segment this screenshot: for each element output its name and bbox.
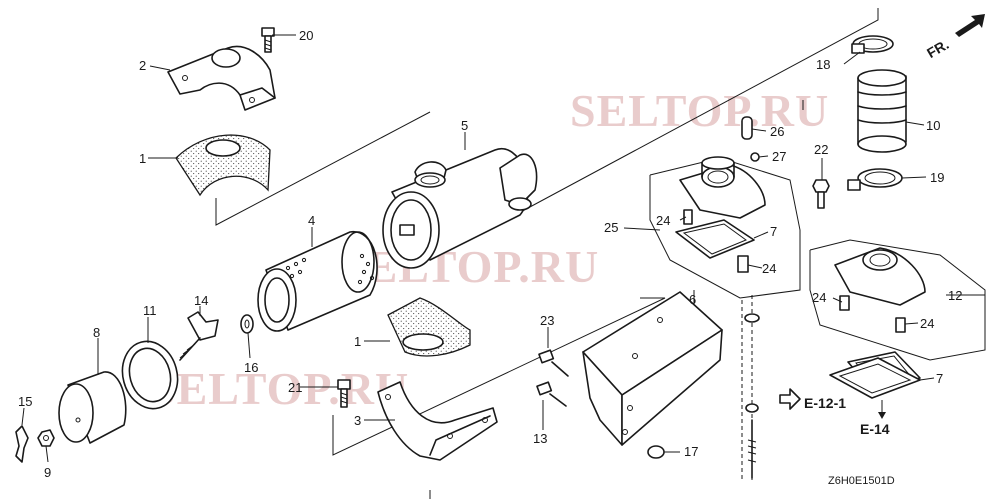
callout-7a[interactable]: 7 <box>770 224 777 239</box>
callout-1b[interactable]: 1 <box>354 334 361 349</box>
washer-16[interactable] <box>240 314 254 334</box>
callout-18[interactable]: 18 <box>816 57 830 72</box>
pad-upper[interactable] <box>175 134 271 197</box>
cover-plate[interactable] <box>582 291 723 446</box>
diagram-code: Z6H0E1501D <box>828 475 895 487</box>
callout-8[interactable]: 8 <box>93 325 100 340</box>
front-direction-marker <box>955 14 985 37</box>
reference-e12[interactable]: E-12-1 <box>804 395 846 411</box>
callout-9[interactable]: 9 <box>44 465 51 480</box>
air-cleaner-case[interactable] <box>382 147 538 269</box>
adapter-assembly-upper[interactable] <box>649 116 801 299</box>
intake-tube[interactable] <box>857 69 907 153</box>
bolt-22[interactable] <box>812 179 830 209</box>
callout-10[interactable]: 10 <box>926 118 940 133</box>
callout-20[interactable]: 20 <box>299 28 313 43</box>
watermark: SELTOP.RU <box>340 241 599 292</box>
callout-25[interactable]: 25 <box>604 220 618 235</box>
stud-column <box>741 295 760 480</box>
bolt-21[interactable] <box>337 379 351 408</box>
callout-11[interactable]: 11 <box>143 303 157 318</box>
grommet-17[interactable] <box>647 445 665 459</box>
callout-13[interactable]: 13 <box>533 431 547 446</box>
callout-2[interactable]: 2 <box>139 58 146 73</box>
clamp-bracket-upper[interactable] <box>167 45 276 111</box>
hose-clamp-lower[interactable] <box>847 168 903 191</box>
watermark: SELTOP.RU <box>150 363 409 414</box>
callout-12[interactable]: 12 <box>948 288 962 303</box>
callout-4[interactable]: 4 <box>308 213 315 228</box>
pad-lower[interactable] <box>387 297 471 357</box>
callout-26[interactable]: 26 <box>770 124 784 139</box>
direction-label: FR. <box>924 36 952 61</box>
cleaner-cover[interactable] <box>58 371 127 444</box>
callout-14[interactable]: 14 <box>194 293 208 308</box>
callout-24a[interactable]: 24 <box>656 213 670 228</box>
callout-16[interactable]: 16 <box>244 360 258 375</box>
callout-24c[interactable]: 24 <box>812 290 826 305</box>
callout-21[interactable]: 21 <box>288 380 302 395</box>
callout-22[interactable]: 22 <box>814 142 828 157</box>
callout-23[interactable]: 23 <box>540 313 554 328</box>
reference-arrow-e12[interactable] <box>779 388 801 410</box>
callout-5[interactable]: 5 <box>461 118 468 133</box>
reference-e14[interactable]: E-14 <box>860 421 890 437</box>
callout-24b[interactable]: 24 <box>762 261 776 276</box>
callout-3[interactable]: 3 <box>354 413 361 428</box>
bolt-23[interactable] <box>538 349 569 377</box>
bolt-20[interactable] <box>261 27 275 53</box>
filter-element[interactable] <box>257 231 378 332</box>
callout-19[interactable]: 19 <box>930 170 944 185</box>
callout-17[interactable]: 17 <box>684 444 698 459</box>
callout-labels: 2 1 20 5 4 11 14 8 16 1 21 3 15 9 23 13 … <box>18 28 962 480</box>
clip-15[interactable] <box>15 425 29 463</box>
nut-9[interactable] <box>37 429 55 447</box>
watermark: SELTOP.RU <box>570 85 829 136</box>
wing-bolt[interactable] <box>179 311 219 361</box>
clamp-bracket-lower[interactable] <box>377 381 498 461</box>
callout-6[interactable]: 6 <box>689 292 696 307</box>
callout-7b[interactable]: 7 <box>936 371 943 386</box>
seal-ring[interactable] <box>115 335 185 415</box>
callout-15[interactable]: 15 <box>18 394 32 409</box>
bolt-13[interactable] <box>536 381 567 407</box>
callout-leaders <box>21 34 985 463</box>
hose-clamp-upper[interactable] <box>851 35 894 54</box>
callout-27[interactable]: 27 <box>772 149 786 164</box>
callout-1[interactable]: 1 <box>139 151 146 166</box>
group-bracket-lines <box>215 8 879 499</box>
callout-24d[interactable]: 24 <box>920 316 934 331</box>
